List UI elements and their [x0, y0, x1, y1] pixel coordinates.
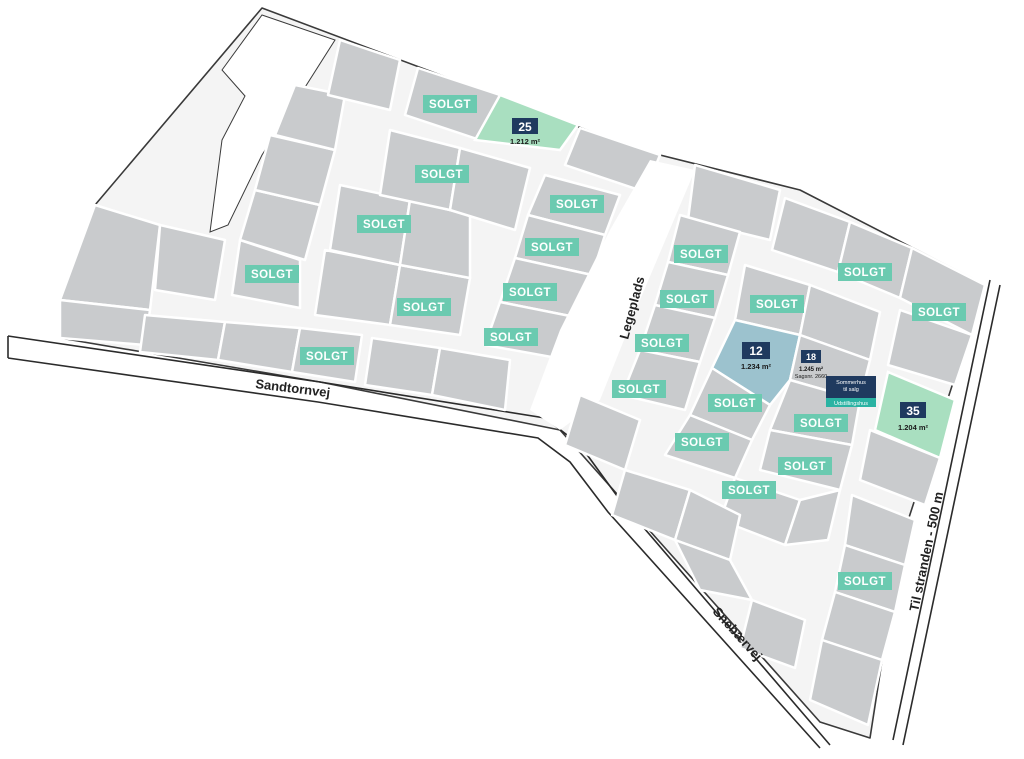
- svg-text:SOLGT: SOLGT: [363, 219, 405, 231]
- sold-tag: SOLGT: [300, 347, 354, 365]
- svg-text:SOLGT: SOLGT: [556, 199, 598, 211]
- road-til-stranden: [892, 279, 991, 741]
- svg-text:SOLGT: SOLGT: [531, 242, 573, 254]
- sold-tags: SOLGT SOLGT SOLGT SOLGT SOLGT SOLGT SOLG…: [245, 95, 966, 590]
- svg-text:SOLGT: SOLGT: [490, 332, 532, 344]
- road-sandtornvej-south: [7, 357, 821, 749]
- plot-35-label[interactable]: 35 1.204 m²: [898, 402, 929, 432]
- sold-tag: SOLGT: [912, 303, 966, 321]
- svg-text:12: 12: [749, 344, 763, 358]
- road-sandtornvej: [7, 335, 831, 746]
- sold-tag: SOLGT: [525, 238, 579, 256]
- sold-tag: SOLGT: [660, 290, 714, 308]
- plot[interactable]: [738, 598, 807, 670]
- plot[interactable]: [363, 336, 442, 397]
- svg-text:Sagsnr. 2660: Sagsnr. 2660: [795, 374, 827, 380]
- svg-text:1.212 m²: 1.212 m²: [510, 137, 541, 146]
- plot-12[interactable]: [710, 318, 802, 407]
- sold-tag: SOLGT: [357, 215, 411, 233]
- sold-tag: SOLGT: [415, 165, 469, 183]
- plot[interactable]: [858, 428, 942, 507]
- svg-text:1.234 m²: 1.234 m²: [741, 362, 772, 371]
- plot[interactable]: [326, 38, 402, 112]
- sold-tag: SOLGT: [838, 263, 892, 281]
- svg-text:1.245 m²: 1.245 m²: [799, 366, 823, 373]
- svg-text:SOLGT: SOLGT: [844, 576, 886, 588]
- svg-text:SOLGT: SOLGT: [918, 307, 960, 319]
- plot[interactable]: [886, 308, 974, 387]
- sold-tag: SOLGT: [750, 295, 804, 313]
- plot[interactable]: [808, 638, 884, 727]
- svg-text:SOLGT: SOLGT: [800, 418, 842, 430]
- svg-text:SOLGT: SOLGT: [728, 485, 770, 497]
- svg-text:SOLGT: SOLGT: [666, 294, 708, 306]
- plot-25-label[interactable]: 25 1.212 m²: [510, 118, 541, 146]
- svg-text:Sommerhus: Sommerhus: [836, 380, 866, 386]
- sold-tag: SOLGT: [397, 298, 451, 316]
- sold-tag: SOLGT: [675, 433, 729, 451]
- svg-text:1.204 m²: 1.204 m²: [898, 423, 929, 432]
- sold-tag: SOLGT: [778, 457, 832, 475]
- svg-text:35: 35: [906, 404, 920, 418]
- svg-text:SOLGT: SOLGT: [681, 437, 723, 449]
- svg-text:SOLGT: SOLGT: [618, 384, 660, 396]
- svg-text:SOLGT: SOLGT: [784, 461, 826, 473]
- plot[interactable]: [430, 346, 512, 412]
- sold-tag: SOLGT: [550, 195, 604, 213]
- svg-text:SOLGT: SOLGT: [251, 269, 293, 281]
- svg-text:SOLGT: SOLGT: [403, 302, 445, 314]
- sold-tag: SOLGT: [423, 95, 477, 113]
- svg-text:SOLGT: SOLGT: [429, 99, 471, 111]
- sold-tag: SOLGT: [245, 265, 299, 283]
- svg-text:SOLGT: SOLGT: [421, 169, 463, 181]
- svg-text:18: 18: [806, 352, 816, 362]
- svg-text:SOLGT: SOLGT: [680, 249, 722, 261]
- plot-12-label[interactable]: 12 1.234 m²: [741, 342, 772, 371]
- svg-text:Udstillingshus: Udstillingshus: [834, 401, 868, 407]
- svg-text:SOLGT: SOLGT: [509, 287, 551, 299]
- svg-text:SOLGT: SOLGT: [844, 267, 886, 279]
- plot[interactable]: [783, 488, 842, 547]
- open-area-northwest: [209, 14, 336, 233]
- sale-badge[interactable]: Sommerhus til salg Udstillingshus: [826, 376, 876, 407]
- sold-tag: SOLGT: [612, 380, 666, 398]
- sold-tag: SOLGT: [794, 414, 848, 432]
- sold-tag: SOLGT: [484, 328, 538, 346]
- sold-tag: SOLGT: [635, 334, 689, 352]
- svg-text:SOLGT: SOLGT: [756, 299, 798, 311]
- legeplads-area: [530, 160, 695, 430]
- svg-text:SOLGT: SOLGT: [641, 338, 683, 350]
- svg-text:SOLGT: SOLGT: [306, 351, 348, 363]
- plot[interactable]: [153, 223, 227, 302]
- sold-tag: SOLGT: [708, 394, 762, 412]
- plot-18-label[interactable]: 18 1.245 m² Sagsnr. 2660: [795, 350, 827, 380]
- svg-text:SOLGT: SOLGT: [714, 398, 756, 410]
- plot[interactable]: [138, 313, 227, 362]
- plot[interactable]: [448, 146, 532, 232]
- sold-tag: SOLGT: [838, 572, 892, 590]
- sold-tag: SOLGT: [503, 283, 557, 301]
- sold-tag: SOLGT: [674, 245, 728, 263]
- plot[interactable]: [686, 163, 782, 242]
- plot[interactable]: [58, 203, 162, 312]
- road-til-stranden-west: [902, 284, 1001, 746]
- svg-text:25: 25: [518, 120, 532, 134]
- svg-text:til salg: til salg: [843, 387, 859, 393]
- sold-tag: SOLGT: [722, 481, 776, 499]
